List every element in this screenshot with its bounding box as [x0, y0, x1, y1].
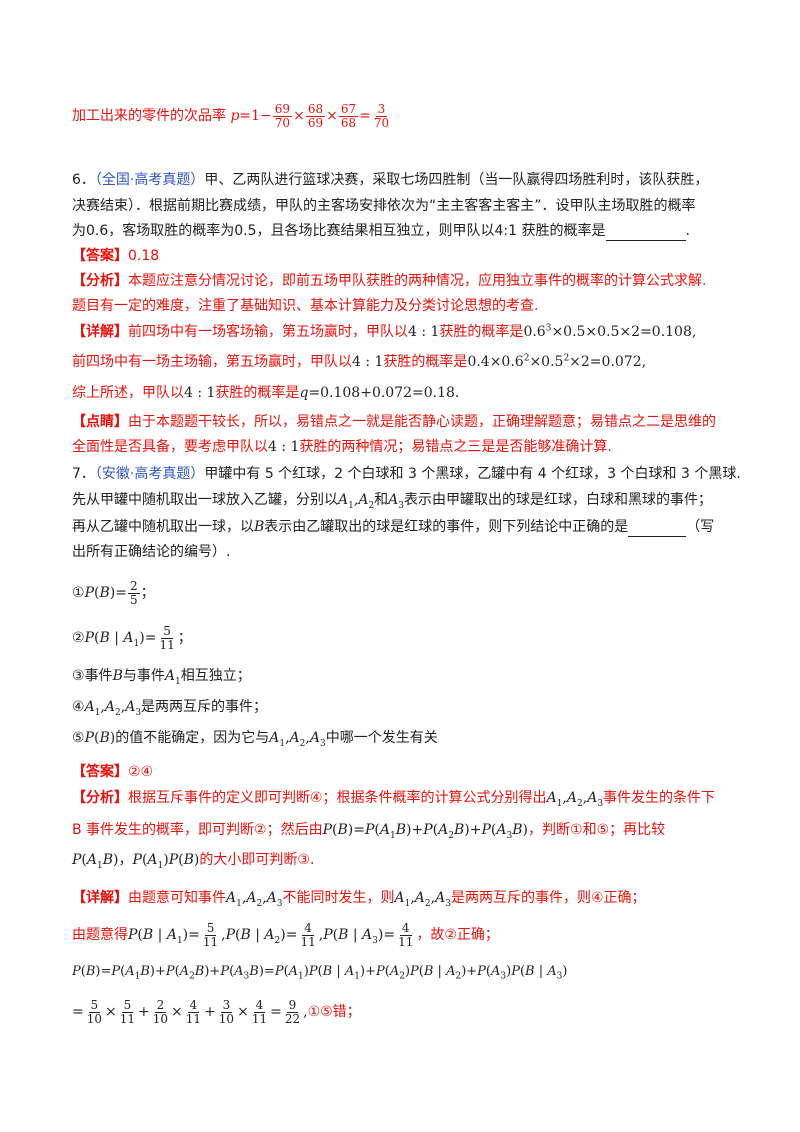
q6-comment2: 全面性是否具备，要考虑甲队以4 : 1获胜的两种情况；易错点之三是是否能够准确计…	[72, 437, 732, 457]
q6-answer: 【答案】0.18	[72, 246, 732, 266]
q6-detail1: 【详解】前四场中有一场客场输，第五场赢时，甲队以4 : 1获胜的概率是0.63×…	[72, 323, 697, 340]
text: 是两两互斥的事件；	[141, 699, 268, 715]
q6-comment1: 【点睛】由于本题题干较长，所以，易错点之一就是能否静心读题，正确理解题意；易错点…	[72, 412, 732, 432]
question-source: （安徽·高考真题）	[94, 466, 205, 482]
ratio: 4 : 1	[408, 324, 440, 340]
option-number: ①	[72, 585, 85, 601]
text: 由题意得	[72, 927, 128, 943]
answer-blank	[605, 226, 686, 241]
text: 获胜的两种情况；易错点之三是是否能够准确计算.	[299, 439, 612, 455]
text: 由题意可知事件	[128, 890, 226, 906]
text: 甲、乙两队进行篮球决赛，采取七场四胜制（当一队赢得四场胜利时，该队获胜，	[204, 172, 709, 188]
text: 和	[374, 492, 389, 508]
text: 题目有一定的难度，注重了基础知识、基本计算能力及分类讨论思想的考查.	[72, 298, 539, 314]
analysis-tag: 【分析】	[72, 273, 128, 289]
text: ①⑤	[307, 1004, 333, 1020]
text: 获胜的概率是	[383, 354, 468, 370]
text: 的值不能确定，因为它与	[115, 730, 270, 746]
text: 根据互斥事件的定义即可判断④；根据条件概率的计算公式分别得出	[128, 790, 547, 806]
q7-line3: 再从乙罐中随机取出一球，以B表示由乙罐取出的球是红球的事件，则下列结论中正确的是…	[72, 519, 715, 537]
option-number: ②	[72, 630, 85, 646]
answer-tag: 【答案】	[72, 764, 128, 780]
text: 出所有正确结论的编号）.	[72, 544, 231, 560]
text: 获胜的概率是	[439, 324, 524, 340]
text: 不能同时发生，则	[282, 890, 395, 906]
ratio: 4 : 1	[184, 385, 216, 401]
q7-detail3: P(B)=P(A1B)+P(A2B)+P(A3B)=P(A1)P(B | A1)…	[72, 964, 568, 982]
text: 综上所述，甲队以	[72, 385, 184, 401]
q7-line2: 先从甲罐中随机取出一球放入乙罐，分别以A1,A2和A3表示由甲罐取出的球是红球，…	[72, 492, 713, 511]
text: 本题应注意分情况讨论，即前五场甲队获胜的两种情况，应用独立事件的概率的计算公式求…	[128, 273, 707, 289]
text: ，故②正确；	[416, 927, 499, 943]
text: 决赛结束）．根据前期比赛成绩，甲队的主客场安排依次为“主主客客主客主”．设甲队主…	[72, 198, 696, 214]
text: B 事件发生的概率，即可判断②；然后由	[72, 822, 323, 838]
detail-tag: 【详解】	[72, 890, 128, 906]
option-number: ⑤	[72, 730, 85, 746]
question-source: （全国·高考真题）	[94, 172, 205, 188]
text: 错；	[332, 1004, 361, 1020]
text: 全面性是否具备，要考虑甲队以	[72, 439, 268, 455]
text: 获胜的概率是	[215, 385, 300, 401]
text: 甲罐中有 5 个红球，2 个白球和 3 个黑球，乙罐中有 4 个红球，3 个白球…	[204, 466, 741, 482]
text: 先从甲罐中随机取出一球放入乙罐，分别以	[72, 492, 338, 508]
answer-value: 0.18	[128, 248, 160, 264]
text: 前四场中有一场客场输，第五场赢时，甲队以	[128, 324, 408, 340]
text: .	[685, 223, 690, 239]
q7-analysis3: P(A1B)，P(A1)P(B)的大小即可判断③.	[72, 852, 315, 871]
text: 与事件	[122, 668, 165, 684]
answer-tag: 【答案】	[72, 248, 128, 264]
q7-option4: ④A1,A2,A3是两两互斥的事件；	[72, 699, 268, 718]
text: 再从乙罐中随机取出一球，以	[72, 519, 254, 535]
detail-tag: 【详解】	[72, 324, 128, 340]
text: 为0.6，客场取胜的概率为0.5，且各场比赛结果相互独立，则甲队以4:1 获胜的…	[72, 223, 606, 239]
text: 中哪一个发生有关	[325, 730, 438, 746]
q7-option3: ③事件B与事件A1相互独立；	[72, 668, 251, 687]
q7-detail1: 【详解】由题意可知事件A1,A2,A3不能同时发生，则A1,A2,A3是两两互斥…	[72, 890, 646, 909]
ratio: 4 : 1	[352, 354, 384, 370]
text: 加工出来的零件的次品率	[72, 108, 226, 124]
text: ；	[177, 630, 192, 646]
comment-tag: 【点睛】	[72, 414, 128, 430]
answer-blank	[628, 522, 687, 537]
q7-line4: 出所有正确结论的编号）.	[72, 542, 732, 562]
q6-line1: 6．（全国·高考真题）甲、乙两队进行篮球决赛，采取七场四胜制（当一队赢得四场胜利…	[72, 170, 732, 190]
q7-option5: ⑤P(B)的值不能确定，因为它与A1,A2,A3中哪一个发生有关	[72, 730, 438, 749]
q7-answer: 【答案】②④	[72, 762, 732, 782]
q6-detail3: 综上所述，甲队以4 : 1获胜的概率是q=0.108+0.072=0.18.	[72, 385, 460, 401]
question-number: 6．	[72, 172, 95, 188]
q7-analysis1: 【分析】根据互斥事件的定义即可判断④；根据条件概率的计算公式分别得出A1,A2,…	[72, 790, 716, 809]
q6-analysis1: 【分析】本题应注意分情况讨论，即前五场甲队获胜的两种情况，应用独立事件的概率的计…	[72, 271, 732, 291]
text: （写	[686, 519, 715, 535]
text: 的大小即可判断③.	[199, 852, 315, 868]
text: ；	[140, 585, 155, 601]
q7-line1: 7．（安徽·高考真题）甲罐中有 5 个红球，2 个白球和 3 个黑球，乙罐中有 …	[72, 464, 741, 484]
text: 表示由甲罐取出的球是红球，白球和黑球的事件；	[404, 492, 713, 508]
text: ③事件	[72, 668, 113, 684]
text: 相互独立；	[180, 668, 251, 684]
text: 表示由乙罐取出的球是红球的事件，则下列结论中正确的是	[264, 519, 629, 535]
q6-detail2: 前四场中有一场主场输，第五场赢时，甲队以4 : 1获胜的概率是0.4×0.62×…	[72, 353, 647, 370]
ratio: 4 : 1	[268, 439, 300, 455]
text: 是两两互斥的事件，则④正确；	[450, 890, 646, 906]
answer-value: ②④	[128, 764, 154, 780]
question-number: 7．	[72, 466, 95, 482]
q6-analysis2: 题目有一定的难度，注重了基础知识、基本计算能力及分类讨论思想的考查.	[72, 296, 732, 316]
option-number: ④	[72, 699, 85, 715]
q6-line3: 为0.6，客场取胜的概率为0.5，且各场比赛结果相互独立，则甲队以4:1 获胜的…	[72, 221, 732, 241]
text: 事件发生的条件下	[603, 790, 716, 806]
text: 前四场中有一场主场输，第五场赢时，甲队以	[72, 354, 352, 370]
q6-line2: 决赛结束）．根据前期比赛成绩，甲队的主客场安排依次为“主主客客主客主”．设甲队主…	[72, 196, 732, 216]
text: ，判断①和⑤；再比较	[528, 822, 666, 838]
analysis-tag: 【分析】	[72, 790, 128, 806]
q7-analysis2: B 事件发生的概率，即可判断②；然后由P(B)=P(A1B)+P(A2B)+P(…	[72, 822, 666, 841]
text: 由于本题题干较长，所以，易错点之一就是能否静心读题，正确理解题意；易错点之二是思…	[128, 414, 716, 430]
